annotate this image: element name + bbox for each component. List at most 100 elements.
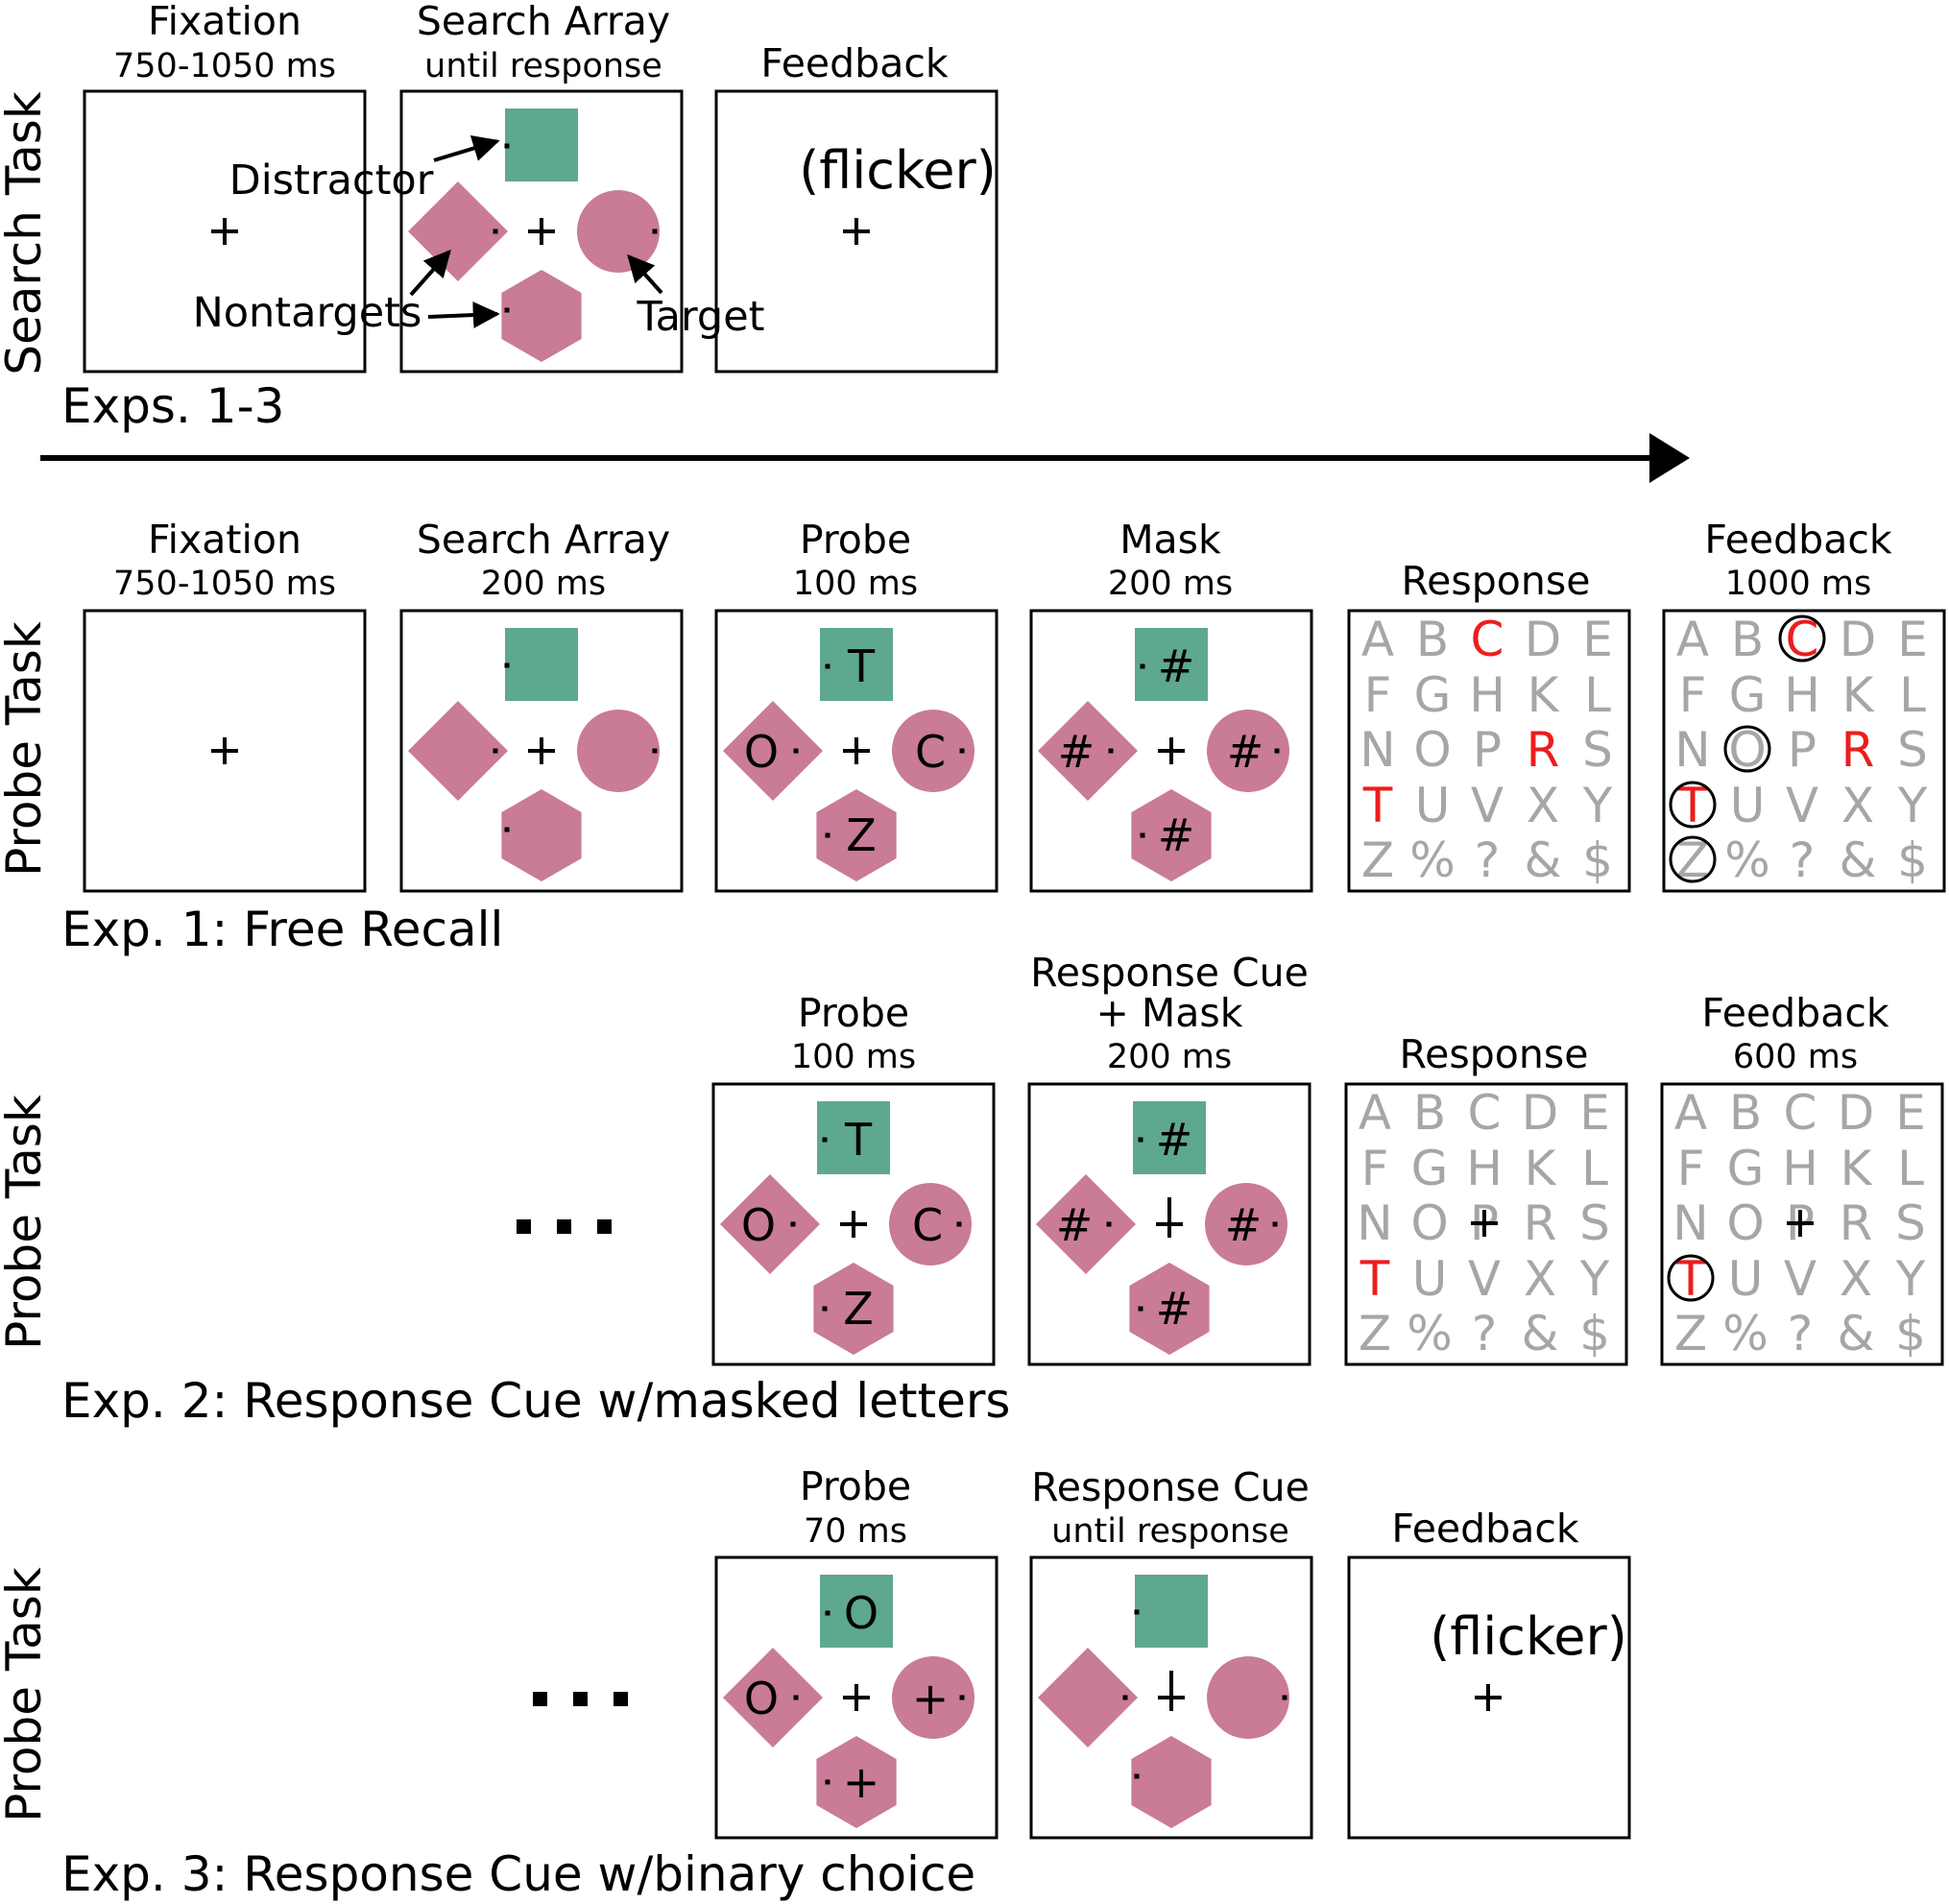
grid-cell-4-2: ? (1790, 832, 1816, 888)
grid-cell-4-1: % (1724, 832, 1770, 888)
gap-dot (1138, 1137, 1143, 1143)
grid-cell-2-3: R (1527, 722, 1560, 778)
response-cue-bar (1169, 1671, 1173, 1699)
e1-response-header-line-1: Response (1402, 558, 1591, 604)
center-fixation-cross (1158, 737, 1185, 764)
grid-cell-0-3: D (1840, 612, 1877, 667)
distractor-label: Distractor (229, 157, 434, 205)
gap-dot (1134, 1609, 1140, 1615)
nontarget-diamond (1036, 1174, 1136, 1274)
selection-circle (1723, 725, 1771, 773)
ellipsis-exp2 (517, 1219, 612, 1234)
grid-cell-1-3: K (1842, 667, 1875, 723)
gap-dot (959, 1695, 965, 1700)
grid-cell-3-1: U (1415, 778, 1451, 833)
probe-item-bottom: Z (846, 809, 877, 861)
e1-fixation-cross (211, 737, 238, 764)
search-fixation-header-line-1: Fixation (148, 0, 301, 44)
e1-response-frame (1347, 609, 1631, 893)
grid-cell-3-1: U (1728, 1251, 1764, 1307)
grid-cell-4-2: ? (1475, 832, 1501, 888)
gap-dot (1106, 1221, 1112, 1227)
distractor-arrow (433, 134, 500, 162)
grid-cell-0-1: B (1413, 1085, 1446, 1141)
gap-dot (493, 229, 498, 234)
grid-cell-4-3: & (1838, 1306, 1875, 1362)
grid-cell-3-4: Y (1582, 778, 1613, 833)
grid-cell-4-4: $ (1582, 832, 1613, 888)
target-circle (1207, 710, 1289, 792)
distractor-square (1135, 628, 1208, 701)
e1-mask-header-line-2: 200 ms (1108, 565, 1233, 603)
row-label-search-task: Search Task (0, 91, 52, 375)
nontarget-hexagon (501, 270, 582, 362)
grid-cell-4-3: & (1525, 832, 1562, 888)
e1-probe-header-line-1: Probe (800, 517, 911, 563)
e1-mask-header-line-1: Mask (1119, 517, 1221, 563)
grid-cell-3-4: Y (1579, 1251, 1610, 1307)
nontarget-diamond (408, 701, 508, 801)
e2-probe-header-line-2: 100 ms (791, 1038, 916, 1076)
probe-item-right: # (1227, 726, 1264, 778)
search-fixation-cross (211, 218, 238, 245)
grid-cell-2-3: R (1524, 1195, 1557, 1251)
fixation-cross-v (540, 218, 543, 245)
probe-item-top: T (844, 1114, 873, 1166)
gap-dot (1122, 1695, 1128, 1700)
grid-cell-2-4: S (1582, 722, 1613, 778)
gap-dot (825, 663, 830, 669)
grid-cell-1-1: G (1729, 667, 1767, 723)
nontarget-diamond (1038, 1648, 1138, 1747)
grid-cell-1-3: K (1841, 1141, 1873, 1196)
selection-circle (1667, 1254, 1715, 1302)
grid-cell-0-1: B (1729, 1085, 1762, 1141)
e1-fixation-header-line-2: 750-1050 ms (113, 565, 336, 603)
fixation-cross-v (1169, 737, 1173, 764)
grid-cell-3-0: T (1359, 1251, 1390, 1307)
response-cue-bar (1167, 1197, 1171, 1226)
gap-dot (822, 1306, 828, 1312)
fixation-cross-v (854, 1684, 858, 1711)
distractor-square (505, 108, 578, 181)
grid-cell-2-3: R (1841, 722, 1875, 778)
flicker-label-exp3: (flicker) (1430, 1606, 1627, 1667)
grid-cell-1-0: F (1679, 667, 1707, 723)
grid-cell-1-3: K (1525, 1141, 1557, 1196)
grid-cell-0-3: D (1525, 612, 1562, 667)
grid-cell-4-2: ? (1788, 1306, 1814, 1362)
nontarget-hexagon (813, 1263, 894, 1355)
e2-response-header-line-1: Response (1400, 1031, 1589, 1077)
flicker-label: (flicker) (799, 140, 997, 201)
e1-search-array (408, 628, 660, 881)
gap-dot (1134, 1773, 1140, 1779)
grid-cell-1-1: G (1411, 1141, 1449, 1196)
gap-dot (1138, 1306, 1143, 1312)
grid-cell-0-2: C (1784, 1085, 1817, 1141)
distractor-square (820, 1575, 893, 1648)
fixation-cross-v (1482, 1210, 1486, 1237)
grid-cell-2-1: O (1410, 1195, 1448, 1251)
grid-cell-0-1: B (1731, 612, 1764, 667)
target-circle (889, 1183, 972, 1265)
response-cue-cross (1471, 1210, 1498, 1237)
grid-cell-4-0: Z (1359, 1306, 1391, 1362)
grid-cell-2-4: S (1579, 1195, 1610, 1251)
probe-item-top: # (1156, 1114, 1193, 1166)
gap-dot (956, 1221, 962, 1227)
e3-cue-search-array (1038, 1575, 1289, 1828)
e1-mask-search-array: #### (1038, 628, 1289, 881)
center-fixation-cross (528, 218, 555, 245)
grid-cell-2-0: N (1359, 722, 1395, 778)
gap-dot (504, 663, 510, 668)
grid-cell-1-1: G (1727, 1141, 1765, 1196)
grid-cell-4-3: & (1840, 832, 1877, 888)
gap-dot (825, 1779, 830, 1785)
grid-cell-0-0: A (1361, 612, 1394, 667)
caption-exps-1-3: Exps. 1-3 (61, 378, 284, 434)
gap-dot (1272, 1221, 1278, 1227)
